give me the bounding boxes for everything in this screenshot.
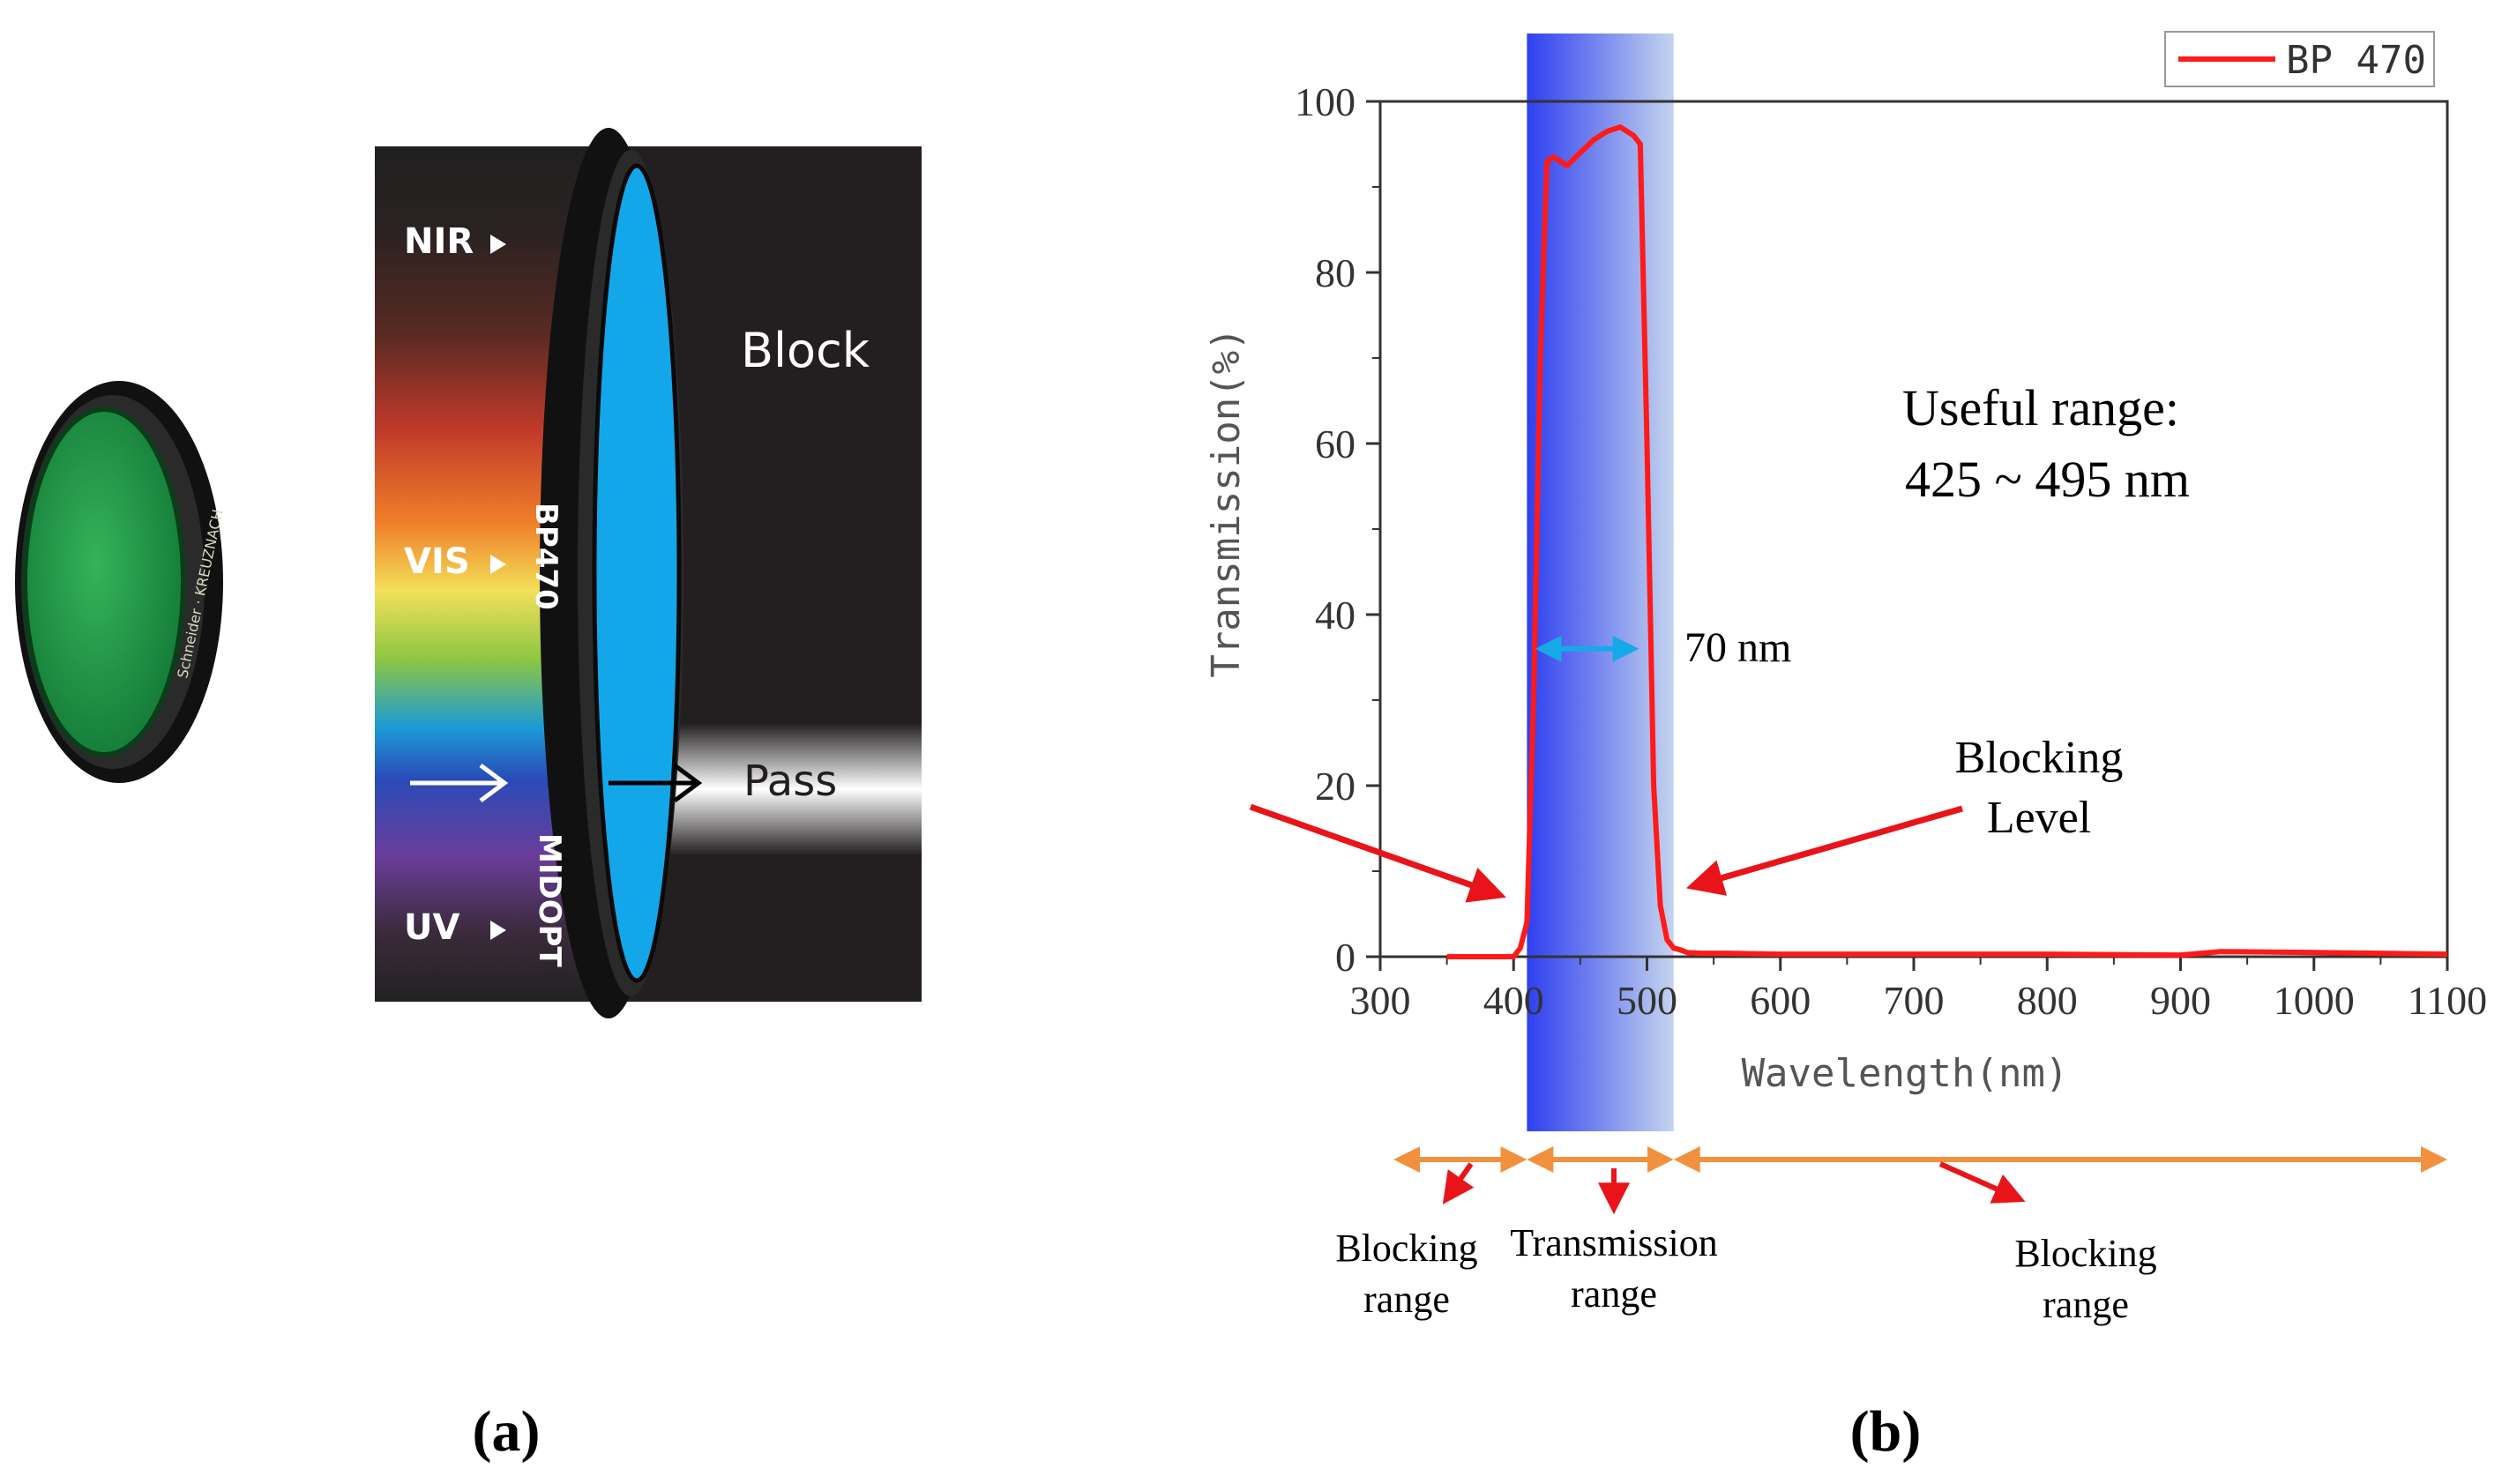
- y-tick-label: 80: [1315, 250, 1356, 295]
- blocking-level-line2: Level: [1987, 793, 2091, 843]
- panel-b: 300 400 500 600 700 800 900 1000 1100 0 20 40 60 80 10…: [1204, 31, 2487, 1464]
- y-axis-label: Transmission(%): [1204, 327, 1249, 677]
- range-label-2-line2: range: [1571, 1272, 1657, 1316]
- range-label-1-line1: Blocking: [1335, 1227, 1477, 1270]
- filter-name-text: BP470: [528, 503, 564, 610]
- range-arrows: [1393, 1146, 2447, 1215]
- spectrum-label-nir: NIR: [404, 221, 474, 262]
- pass-arrow-icon: [609, 763, 703, 803]
- block-label: Block: [741, 323, 870, 378]
- bandwidth-label: 70 nm: [1684, 624, 1791, 671]
- blocking-level-line1: Blocking: [1955, 733, 2124, 783]
- range-label-3-line2: range: [2043, 1283, 2129, 1326]
- caption-b: (b): [1850, 1399, 1922, 1464]
- range-pointer-arrow: [1442, 1162, 1475, 1204]
- y-tick-label: 20: [1315, 764, 1356, 809]
- panel-a: Schneider · KREUZNACH NIR VIS UV Block B…: [15, 128, 926, 1464]
- x-tick-label: 900: [2150, 978, 2211, 1023]
- filter-brand-text: MIDOPT: [532, 833, 567, 968]
- x-tick-label: 1000: [2274, 978, 2355, 1023]
- caption-a: (a): [473, 1399, 541, 1464]
- useful-range-line1: Useful range:: [1902, 379, 2179, 436]
- series-line-bp470: [1446, 124, 2448, 959]
- y-tick-label: 60: [1315, 421, 1356, 466]
- nir-arrow-icon: [490, 235, 506, 254]
- y-tick-label: 100: [1295, 79, 1356, 124]
- x-axis-label: Wavelength(nm): [1742, 1051, 2069, 1096]
- filter-lens-photo: Schneider · KREUZNACH: [15, 381, 227, 783]
- pointer-arrow-left: [1249, 803, 1506, 903]
- pointer-arrow-right: [1685, 805, 1963, 896]
- x-tick-label: 600: [1750, 978, 1811, 1023]
- spectrum-label-vis: VIS: [404, 541, 470, 582]
- uv-arrow-icon: [490, 921, 506, 940]
- axis-tick-labels: 300 400 500 600 700 800 900 1000 1100 0 20 40 60 80 10…: [1295, 79, 2487, 1023]
- y-tick-label: 40: [1315, 593, 1356, 638]
- legend: BP 470: [2164, 31, 2435, 87]
- vis-arrow-icon: [490, 555, 506, 574]
- x-tick-label: 800: [2017, 978, 2078, 1023]
- x-tick-label: 700: [1884, 978, 1945, 1023]
- y-tick-label: 0: [1335, 935, 1356, 980]
- axis-ticks: [1366, 100, 2449, 971]
- range-pointer-arrow: [1938, 1161, 2026, 1204]
- range-label-2-line1: Transmission: [1510, 1221, 1718, 1264]
- legend-entry: BP 470: [2286, 38, 2426, 83]
- x-tick-label: 500: [1617, 978, 1677, 1023]
- useful-range-line2: 425 ~ 495 nm: [1905, 451, 2190, 508]
- range-label-3-line1: Blocking: [2014, 1232, 2156, 1275]
- incoming-light-arrow-icon: [410, 763, 509, 803]
- range-label-1-line2: range: [1363, 1278, 1450, 1321]
- spectrum-label-uv: UV: [404, 907, 459, 948]
- pass-label: Pass: [743, 757, 837, 806]
- x-tick-label: 1100: [2408, 978, 2487, 1023]
- x-tick-label: 300: [1350, 978, 1411, 1023]
- x-tick-label: 400: [1483, 978, 1544, 1023]
